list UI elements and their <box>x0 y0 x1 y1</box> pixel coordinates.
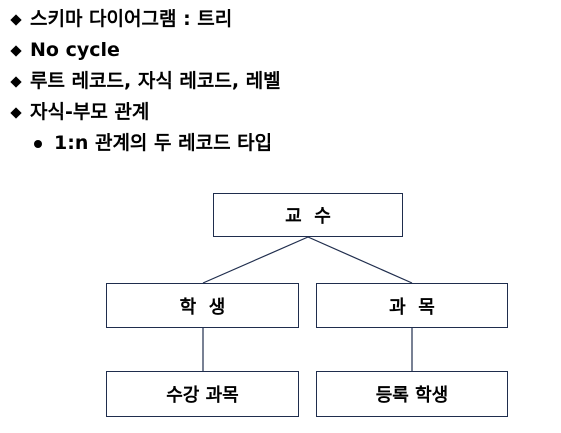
bullet-item: 루트 레코드, 자식 레코드, 레벨 <box>10 66 555 97</box>
node-registered-student: 등록 학생 <box>316 371 508 417</box>
bullet-text: 자식-부모 관계 <box>30 101 150 123</box>
node-professor: 교 수 <box>213 193 403 237</box>
bullet-text: 루트 레코드, 자식 레코드, 레벨 <box>30 70 281 92</box>
bullet-item: No cycle <box>10 35 555 66</box>
bullet-item: 스키마 다이어그램 : 트리 <box>10 4 555 35</box>
sub-bullet-item: 1:n 관계의 두 레코드 타입 <box>10 128 555 159</box>
bullet-list: 스키마 다이어그램 : 트리 No cycle 루트 레코드, 자식 레코드, … <box>10 4 555 159</box>
bullet-text: 스키마 다이어그램 : 트리 <box>30 8 233 30</box>
node-course: 과 목 <box>316 283 508 328</box>
bullet-text: No cycle <box>30 39 120 61</box>
node-enrolled-course: 수강 과목 <box>106 371 299 417</box>
dot-bullet-icon <box>34 139 42 148</box>
edge-root-student <box>202 236 309 284</box>
edge-root-course <box>307 236 413 284</box>
bullet-text: 1:n 관계의 두 레코드 타입 <box>54 132 273 154</box>
node-student: 학 생 <box>106 283 299 328</box>
bullet-item: 자식-부모 관계 <box>10 97 555 128</box>
